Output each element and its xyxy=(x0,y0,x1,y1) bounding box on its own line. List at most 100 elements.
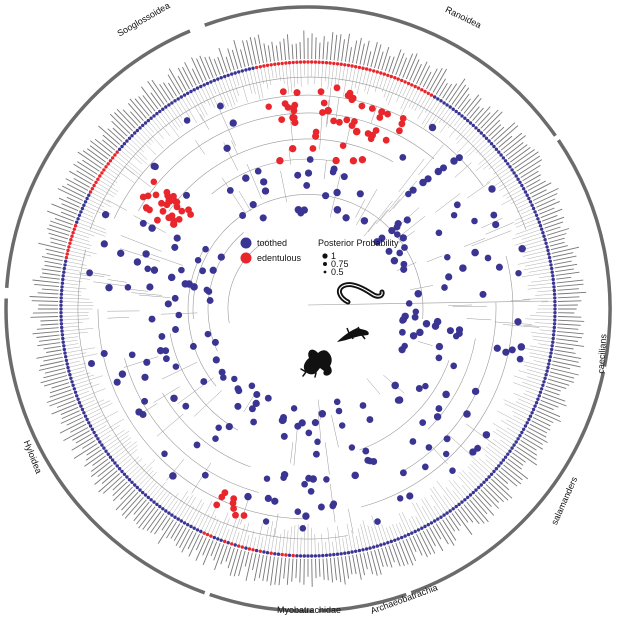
tip-name-mark xyxy=(291,558,294,582)
tip-name-mark xyxy=(51,403,77,415)
tip-name-mark xyxy=(121,494,142,516)
tip-branch xyxy=(523,393,538,400)
tip-state-dot xyxy=(212,535,216,540)
tip-name-mark xyxy=(32,279,60,284)
tip-branch xyxy=(496,429,516,442)
node-toothed xyxy=(514,318,522,326)
node-toothed xyxy=(148,224,156,232)
tip-name-mark xyxy=(518,159,543,175)
tip-state-dot xyxy=(233,543,237,547)
tip-branch xyxy=(523,239,545,247)
tip-state-dot xyxy=(133,131,137,135)
tip-name-mark xyxy=(204,56,214,78)
tip-branch xyxy=(529,315,554,317)
tip-state-dot xyxy=(335,552,340,556)
internal-branch-arc xyxy=(359,360,450,451)
tip-state-dot xyxy=(510,168,514,172)
node-edentulous xyxy=(396,127,403,135)
tip-branch xyxy=(411,90,422,110)
tip-state-dot xyxy=(484,136,489,140)
node-edentulous xyxy=(343,116,351,124)
internal-branch xyxy=(380,190,405,221)
internal-branch xyxy=(471,230,512,247)
tip-branch xyxy=(504,403,530,416)
node-toothed xyxy=(170,394,178,403)
tip-name-mark xyxy=(59,420,85,434)
tip-name-mark xyxy=(263,43,268,63)
tip-state-dot xyxy=(332,552,336,557)
clade-label-myobatrachidae: Myobatrachidae xyxy=(277,605,341,615)
tip-branch xyxy=(515,198,529,206)
tip-branch xyxy=(464,136,484,155)
node-toothed xyxy=(212,435,219,442)
internal-branch xyxy=(502,324,540,328)
tip-name-mark xyxy=(493,122,516,143)
tip-state-dot xyxy=(59,296,63,300)
tip-name-mark xyxy=(516,155,541,172)
tip-name-mark xyxy=(355,37,362,64)
tip-branch xyxy=(503,399,532,413)
tip-name-mark xyxy=(555,268,574,273)
node-edentulous xyxy=(332,156,340,165)
tip-name-mark xyxy=(432,525,442,540)
tip-branch xyxy=(385,78,395,102)
node-toothed xyxy=(311,419,319,427)
internal-branch xyxy=(124,166,151,188)
tip-state-dot xyxy=(492,469,496,474)
tip-name-mark xyxy=(556,279,584,284)
tip-branch xyxy=(224,528,230,541)
tip-state-dot xyxy=(102,168,106,172)
node-toothed xyxy=(482,431,491,439)
tip-name-mark xyxy=(36,334,60,338)
tip-name-mark xyxy=(493,475,510,491)
internal-branch xyxy=(454,162,472,178)
tip-branch xyxy=(508,182,520,190)
tip-state-dot xyxy=(61,340,65,344)
tip-branch xyxy=(117,152,143,173)
tip-name-mark xyxy=(395,52,405,76)
tip-branch xyxy=(396,82,405,103)
node-toothed xyxy=(264,494,272,502)
tip-state-dot xyxy=(152,500,156,504)
tip-name-mark xyxy=(295,558,298,579)
tip-name-mark xyxy=(341,556,346,585)
tip-branch xyxy=(263,66,269,89)
tip-state-dot xyxy=(523,190,528,194)
clade-label-caecilians: caecilians xyxy=(596,333,609,374)
tip-branch xyxy=(117,449,138,466)
tip-name-mark xyxy=(426,528,436,547)
node-toothed xyxy=(253,390,261,399)
internal-branch xyxy=(401,215,426,236)
node-toothed xyxy=(211,338,219,346)
tip-name-mark xyxy=(333,34,338,61)
internal-branch xyxy=(510,299,531,301)
node-toothed xyxy=(262,518,270,525)
tip-state-dot xyxy=(494,147,499,151)
internal-branch xyxy=(345,128,350,147)
tip-state-dot xyxy=(525,421,529,425)
node-edentulous xyxy=(221,489,229,497)
tip-branch xyxy=(533,339,552,343)
tip-branch xyxy=(249,69,256,95)
tip-state-dot xyxy=(537,220,541,224)
node-toothed xyxy=(394,231,401,238)
tip-state-dot xyxy=(361,548,365,552)
node-toothed xyxy=(362,447,370,455)
tip-branch xyxy=(527,283,553,287)
node-toothed xyxy=(422,382,429,390)
tip-name-mark xyxy=(40,323,59,326)
tip-name-mark xyxy=(419,65,431,86)
tip-state-dot xyxy=(420,88,424,92)
node-toothed xyxy=(419,419,427,426)
tip-branch xyxy=(204,504,218,533)
tip-branch xyxy=(148,485,159,497)
tip-name-mark xyxy=(295,43,298,60)
node-toothed xyxy=(318,410,327,418)
tip-state-dot xyxy=(223,539,227,544)
posterior-label-05: 0.5 xyxy=(331,267,344,277)
tip-branch xyxy=(77,391,90,396)
tip-branch xyxy=(485,459,496,469)
tip-state-dot xyxy=(167,103,171,107)
tip-name-mark xyxy=(114,112,133,132)
tip-name-mark xyxy=(150,92,162,107)
